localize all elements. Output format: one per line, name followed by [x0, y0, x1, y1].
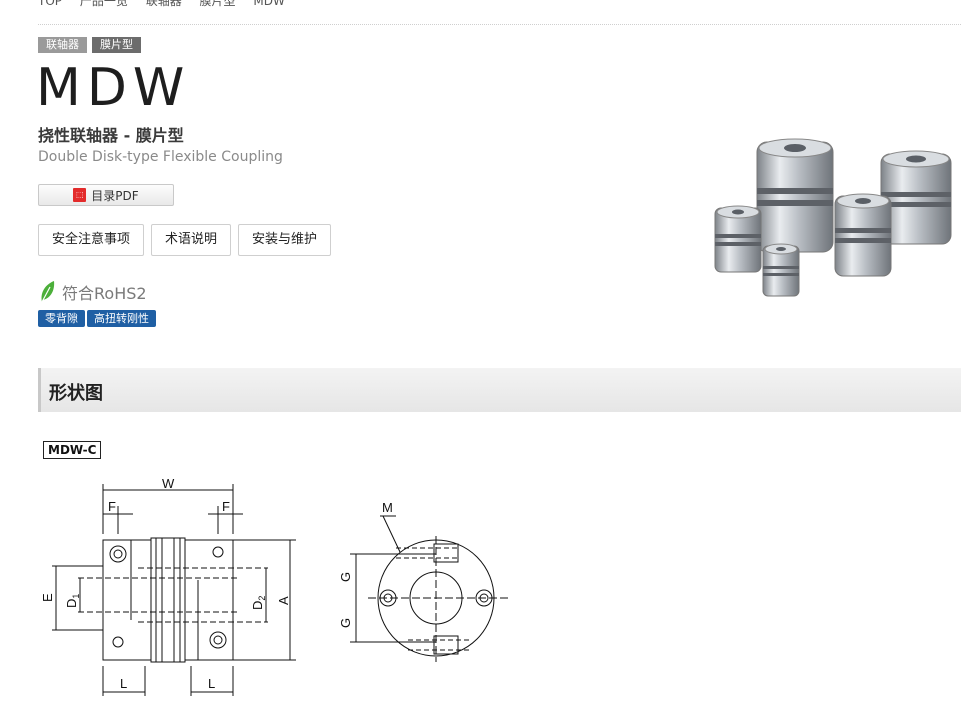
- breadcrumb-item[interactable]: 膜片型: [199, 0, 236, 8]
- dim-label-m: M: [382, 500, 393, 515]
- shape-diagram-section-header: 形状图: [38, 368, 961, 412]
- dim-label-g: G: [338, 572, 353, 582]
- breadcrumb-divider: [38, 24, 961, 25]
- product-image: [714, 138, 952, 297]
- installation-button[interactable]: 安装与维护: [238, 224, 332, 256]
- terminology-button[interactable]: 术语说明: [151, 224, 232, 256]
- dim-label-w: W: [162, 476, 175, 491]
- dim-label-d1: D1: [64, 594, 81, 608]
- breadcrumb: TOP 产品一览 联轴器 膜片型 MDW: [38, 0, 299, 9]
- dim-label-d1-sub: 1: [71, 594, 81, 599]
- dim-label-l: L: [208, 676, 215, 691]
- dim-label-d1-letter: D: [64, 599, 79, 608]
- dim-label-f: F: [108, 499, 116, 514]
- rohs-label: 符合RoHS2: [62, 284, 147, 303]
- dim-label-e: E: [40, 593, 55, 602]
- product-title: 挠性联轴器 - 膜片型: [38, 126, 184, 145]
- dim-label-d2-sub: 2: [257, 596, 267, 601]
- info-buttons: 安全注意事项 术语说明 安装与维护: [38, 224, 332, 256]
- feature-badge[interactable]: 高扭转刚性: [87, 310, 156, 327]
- dimension-drawing: W F F E D1 D2 A L L M G G: [40, 476, 508, 696]
- catalog-pdf-button[interactable]: ⬚ 目录PDF: [38, 184, 174, 206]
- catalog-pdf-label: 目录PDF: [91, 188, 139, 203]
- leaf-icon: [41, 281, 55, 303]
- dim-label-g: G: [338, 618, 353, 628]
- dim-label-l: L: [120, 676, 127, 691]
- safety-notes-button[interactable]: 安全注意事项: [38, 224, 145, 256]
- feature-badge[interactable]: 零背隙: [38, 310, 85, 327]
- breadcrumb-item[interactable]: TOP: [38, 0, 63, 8]
- dim-label-a: A: [276, 596, 291, 605]
- dim-label-d2-letter: D: [250, 601, 265, 610]
- dim-label-f: F: [222, 499, 230, 514]
- feature-badges: 零背隙 高扭转刚性: [38, 310, 156, 327]
- pdf-icon: ⬚: [73, 188, 87, 202]
- category-tag[interactable]: 联轴器: [38, 37, 87, 53]
- breadcrumb-item[interactable]: 产品一览: [79, 0, 128, 8]
- breadcrumb-item[interactable]: 联轴器: [145, 0, 182, 8]
- category-tag[interactable]: 膜片型: [92, 37, 141, 53]
- dim-label-d2: D2: [250, 596, 267, 610]
- drawing-variant-label: MDW-C: [43, 441, 102, 459]
- rohs-compliance: 符合RoHS2: [38, 280, 147, 304]
- breadcrumb-item: MDW: [253, 0, 285, 8]
- product-model: MDW: [36, 58, 191, 118]
- category-tags: 联轴器 膜片型: [38, 37, 141, 53]
- product-subtitle: Double Disk-type Flexible Coupling: [38, 149, 283, 165]
- section-title: 形状图: [49, 383, 103, 404]
